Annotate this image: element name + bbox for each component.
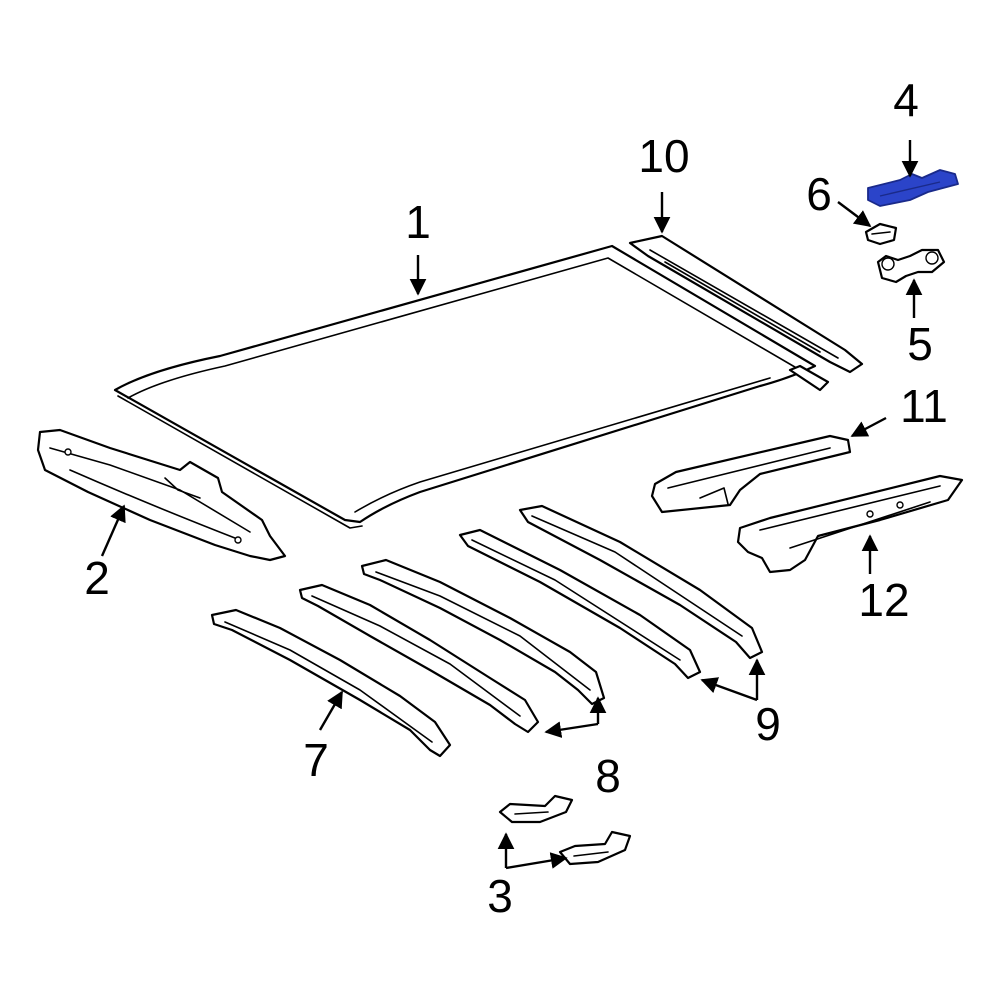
callout-12: 12 (858, 574, 909, 626)
leader-2 (100, 504, 126, 557)
part-side-rail-9b[interactable] (518, 504, 764, 660)
callout-10: 10 (638, 130, 689, 182)
part-side-rail-9a[interactable] (458, 528, 702, 680)
leader-11 (850, 416, 887, 438)
callout-2: 2 (84, 552, 110, 604)
part-roof-bow-8a[interactable] (298, 583, 540, 734)
callout-1: 1 (405, 196, 431, 248)
part-bracket-3a[interactable] (498, 794, 574, 824)
callout-7: 7 (303, 734, 329, 786)
part-front-header-2[interactable] (36, 428, 287, 562)
callout-11: 11 (900, 380, 948, 432)
callout-8: 8 (595, 750, 621, 802)
part-roof-bow-7[interactable] (210, 608, 452, 758)
leader-7 (318, 690, 344, 731)
callout-labels: 1 2 3 4 5 6 7 8 9 10 11 12 (84, 74, 948, 922)
part-bracket-3b[interactable] (558, 830, 632, 866)
part-retainer-5[interactable] (876, 248, 946, 284)
callout-3: 3 (487, 870, 513, 922)
part-roof-side-rail-10[interactable] (628, 234, 864, 392)
part-clip-6[interactable] (864, 222, 898, 246)
leader-9 (700, 677, 758, 702)
callout-6: 6 (806, 168, 832, 220)
callout-4: 4 (893, 74, 919, 126)
part-rear-header-12[interactable] (736, 474, 964, 574)
callout-5: 5 (907, 318, 933, 370)
callout-9: 9 (755, 698, 781, 750)
leader-8 (544, 721, 599, 739)
leader-lines (100, 140, 923, 870)
leader-6 (837, 201, 872, 228)
part-bracket-4[interactable] (867, 169, 959, 207)
leader-3b (505, 852, 568, 870)
part-roof-panel[interactable] (113, 244, 817, 529)
part-rear-rail-11[interactable] (650, 434, 852, 514)
